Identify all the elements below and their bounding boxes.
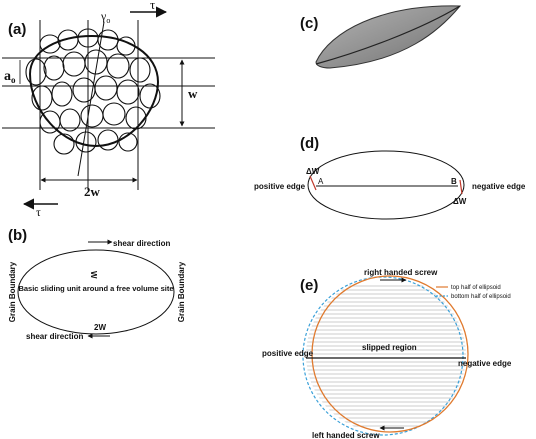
- gamma-label: γo: [100, 9, 110, 25]
- bottom-half-ellipse: [302, 276, 464, 436]
- panel-c-label: (c): [300, 15, 318, 32]
- legend-bottom-label: bottom half of ellipsoid: [451, 294, 511, 300]
- left-screw-label: left handed screw: [312, 431, 380, 439]
- dislocation-loop-ellipse: [307, 150, 465, 220]
- 2w-label: 2w: [84, 184, 101, 199]
- shear-strain-line: [77, 21, 105, 177]
- point-b-label: B: [451, 177, 457, 186]
- slipped-region-label: slipped region: [362, 343, 417, 352]
- sliding-envelope: [28, 34, 160, 148]
- b-2w-label: 2W: [94, 323, 106, 332]
- e-positive-edge-label: positive edge: [262, 349, 314, 358]
- panel-a: (a) ao: [2, 0, 215, 219]
- panel-d: (d) ΔW ΔW positive edge negative edge A …: [254, 135, 526, 220]
- b-w-label: W: [89, 271, 98, 279]
- point-a-label: A: [318, 177, 324, 186]
- ellipsoid-lens: [315, 5, 462, 69]
- panel-c: (c): [300, 5, 462, 69]
- panel-e-label: (e): [300, 277, 318, 294]
- legend-top-label: top half of ellipsoid: [451, 285, 501, 291]
- panel-b-label: (b): [8, 227, 27, 244]
- grain-boundary-left: Grain Boundary: [8, 261, 17, 322]
- dw-top-label: ΔW: [306, 167, 320, 176]
- shear-bottom-label: shear direction: [26, 332, 83, 341]
- grain-boundary-right: Grain Boundary: [177, 261, 186, 322]
- sliding-unit-ellipse: [17, 249, 175, 335]
- right-screw-label: right handed screw: [364, 268, 438, 277]
- panel-d-label: (d): [300, 135, 319, 152]
- red-marker-left: [309, 175, 317, 191]
- legend: top half of ellipsoid bottom half of ell…: [436, 285, 511, 300]
- shear-top-label: shear direction: [113, 239, 170, 248]
- w-label: w: [188, 86, 198, 101]
- d-positive-edge-label: positive edge: [254, 182, 306, 191]
- top-half-ellipse: [311, 275, 469, 433]
- d-negative-edge-label: negative edge: [472, 182, 526, 191]
- panel-e: (e) right handed screw left handed screw…: [262, 268, 512, 439]
- e-negative-edge-label: negative edge: [458, 359, 512, 368]
- panel-a-label: (a): [8, 21, 26, 38]
- tau-bottom-label: τ: [36, 205, 41, 219]
- red-marker-right: [459, 179, 463, 195]
- panel-b: (b) shear direction W Basic sliding unit…: [8, 227, 186, 341]
- free-volume-site-label: Basic sliding unit around a free volume …: [18, 284, 173, 293]
- dw-bottom-label: ΔW: [453, 197, 467, 206]
- ellipsoid-rim: [315, 5, 461, 65]
- tau-top-label: τ: [150, 0, 155, 12]
- a0-label: ao: [4, 69, 16, 85]
